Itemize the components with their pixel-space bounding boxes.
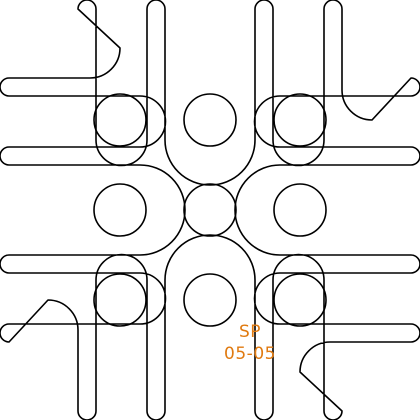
hole-r3-c3: [273, 273, 327, 327]
hole-r3-c1: [93, 273, 147, 327]
hole-grid: [93, 93, 327, 327]
hole-r2-c2: [183, 183, 237, 237]
hole-r1-c2: [183, 93, 237, 147]
hole-r2-c3: [273, 183, 327, 237]
hole-r1-c3: [273, 93, 327, 147]
part-label-line-2: 05-05: [224, 344, 276, 364]
part-label-line-1: SP: [238, 322, 262, 342]
hole-r1-c1: [93, 93, 147, 147]
hole-r2-c1: [93, 183, 147, 237]
hole-r3-c2: [183, 273, 237, 327]
